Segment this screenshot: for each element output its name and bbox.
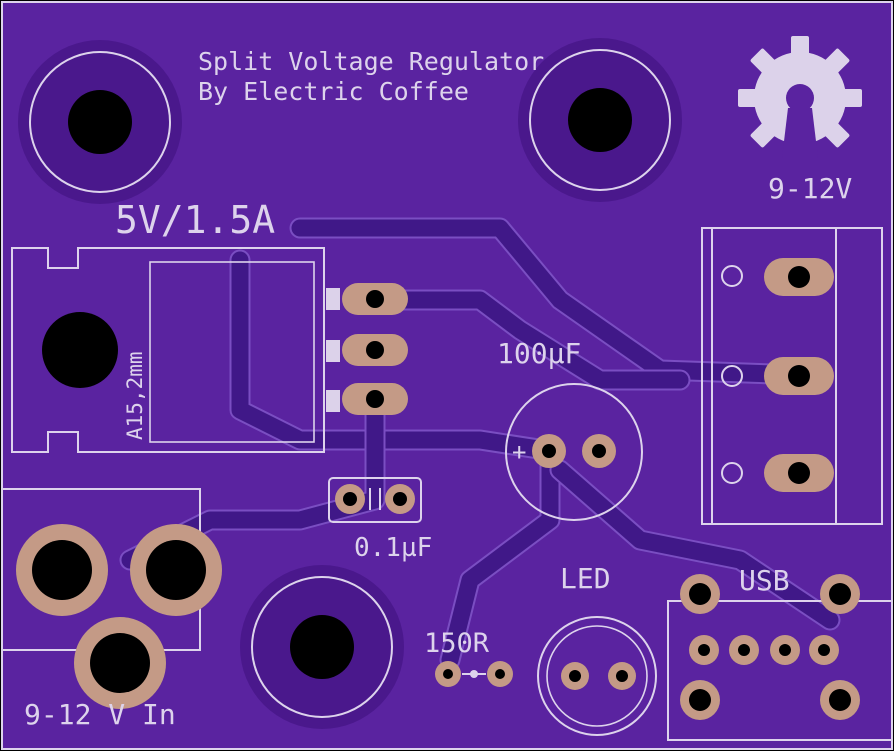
led	[537, 616, 657, 736]
resistor	[435, 661, 513, 687]
output-terminal-block	[701, 227, 883, 525]
electrolytic-capacitor-label: 100µF	[497, 337, 581, 370]
resistor-label: 150R	[424, 628, 490, 659]
heatsink-label: A15,2mm	[123, 351, 147, 440]
input-voltage-label: 9-12 V In	[24, 698, 176, 731]
voltage-regulator	[11, 247, 408, 453]
board-title-line2: By Electric Coffee	[198, 77, 469, 106]
ceramic-capacitor	[328, 477, 422, 523]
open-source-hardware-gear-icon	[738, 36, 862, 158]
ceramic-capacitor-label: 0.1µF	[354, 533, 432, 563]
usb-connector	[667, 574, 892, 741]
mounting-hole-top-left	[18, 40, 182, 204]
mounting-hole-top-center	[518, 38, 682, 202]
led-label: LED	[560, 562, 611, 595]
mounting-hole-bottom-center	[240, 565, 404, 729]
usb-label: USB	[739, 564, 790, 597]
polarity-plus-label: +	[512, 438, 526, 466]
dc-input-jack	[2, 488, 222, 709]
output-voltage-label: 9-12V	[768, 172, 852, 205]
board-title-line1: Split Voltage Regulator	[198, 47, 544, 76]
regulator-label: 5V/1.5A	[115, 198, 275, 242]
electrolytic-capacitor	[505, 383, 643, 521]
